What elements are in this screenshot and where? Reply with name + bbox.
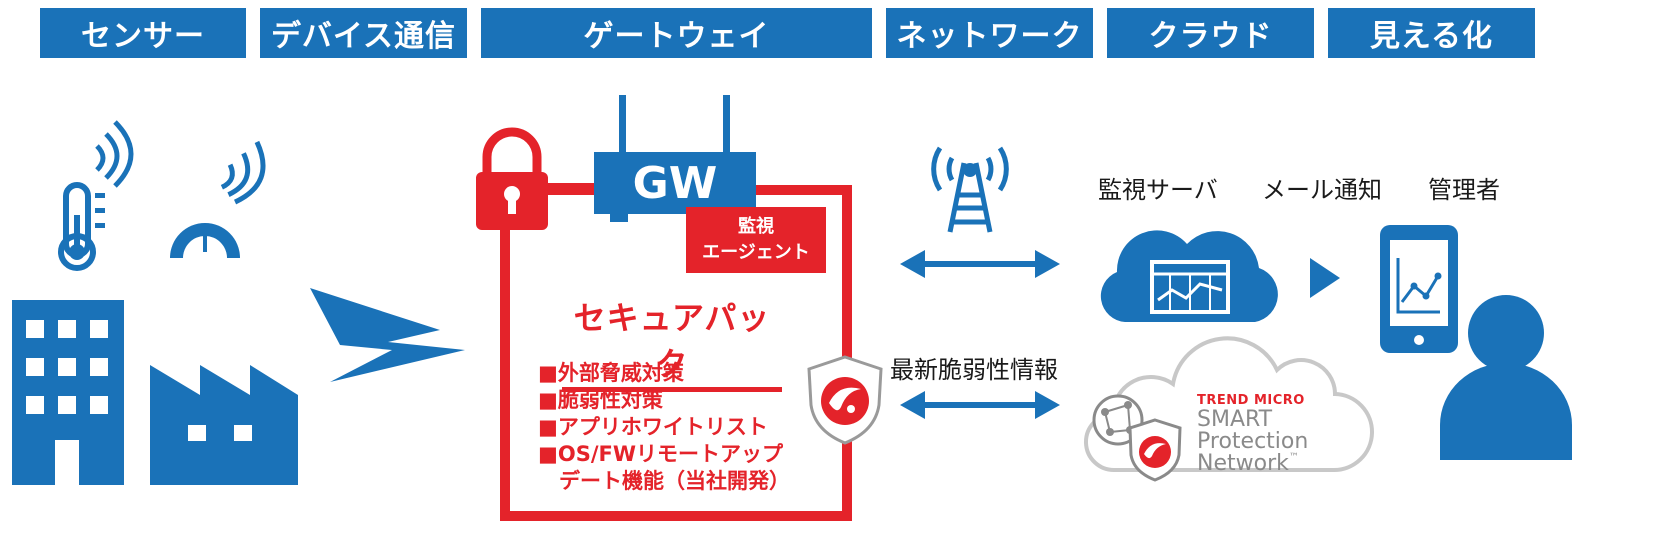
category-visualization: 見える化 [1328, 8, 1535, 58]
spn-logo-text: TREND MICRO SMART Protection Network™ [1197, 394, 1308, 475]
smartphone-icon [1380, 225, 1458, 353]
spn-line2: SMART [1197, 407, 1273, 432]
mail-notification-label: メール通知 [1262, 176, 1382, 204]
spn-line3: Protection [1197, 429, 1309, 454]
agent-label-line1: 監視 [738, 216, 774, 237]
lock-icon [476, 127, 548, 230]
spn-line4-wrap: Network™ [1197, 453, 1308, 475]
notify-arrow-icon [1310, 258, 1340, 298]
spn-line4: Network [1197, 451, 1289, 476]
thermometer-icon [58, 120, 134, 271]
agent-label-line2: エージェント [702, 242, 810, 263]
administrator-person-icon [1440, 295, 1572, 460]
spn-line1: TREND MICRO [1197, 393, 1305, 408]
latest-vulnerability-info-label: 最新脆弱性情報 [890, 356, 1058, 384]
category-network: ネットワーク [886, 8, 1093, 58]
feature-item: デート機能（当社開発） [538, 469, 790, 493]
bidirectional-arrow-top [900, 250, 1060, 278]
wireless-lightning-icon [310, 288, 465, 382]
feature-item: ■OS/FWリモートアップ [538, 442, 783, 466]
monitoring-cloud-icon [1100, 230, 1278, 322]
monitoring-server-label: 監視サーバ [1098, 176, 1218, 204]
bidirectional-arrow-bottom [900, 391, 1060, 419]
feature-item: ■外部脅威対策 [538, 361, 684, 385]
trend-micro-shield-icon [807, 355, 883, 445]
spn-trademark: ™ [1288, 452, 1299, 463]
monitoring-agent-badge: 監視 エージェント [686, 207, 826, 273]
spn-shield-icon [1128, 418, 1182, 482]
administrator-label: 管理者 [1428, 176, 1500, 204]
antenna-tower-icon [931, 146, 1009, 233]
feature-list: ■外部脅威対策 ■脆弱性対策 ■アプリホワイトリスト ■OS/FWリモートアップ… [538, 360, 828, 495]
category-gateway: ゲートウェイ [481, 8, 872, 58]
gauge-icon [170, 140, 266, 258]
category-sensor: センサー [40, 8, 246, 58]
feature-item: ■アプリホワイトリスト [538, 415, 768, 439]
category-cloud: クラウド [1107, 8, 1314, 58]
feature-item: ■脆弱性対策 [538, 388, 663, 412]
category-device-communication: デバイス通信 [260, 8, 467, 58]
secure-pack-title: セキュアパック [562, 293, 782, 392]
factory-icon [150, 365, 298, 485]
office-building-icon [12, 300, 124, 485]
gw-label: GW [632, 157, 718, 209]
